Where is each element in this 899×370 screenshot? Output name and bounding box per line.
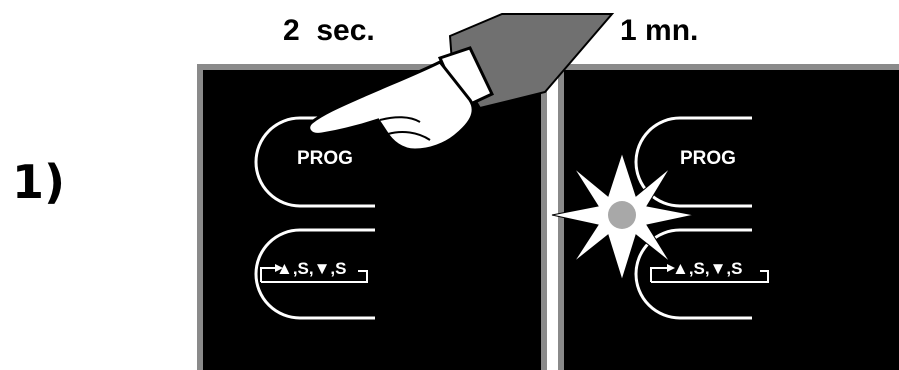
sequence-button-outline-right [634, 228, 752, 320]
sequence-button-left[interactable]: ▲,S,▼,S [276, 259, 347, 278]
sequence-button-right[interactable]: ▲,S,▼,S [672, 259, 743, 278]
sequence-button-outline-left [254, 228, 375, 320]
timing-label-2sec: 2 sec. [283, 14, 375, 47]
prog-button-outline-right [634, 116, 752, 208]
sequence-loop-arrow-right [650, 267, 769, 283]
flash-star-icon [551, 151, 695, 282]
step-number: 1) [12, 155, 66, 209]
prog-button-outline-left [254, 116, 375, 208]
sequence-arrowhead-right [667, 264, 675, 272]
timing-label-1mn: 1 mn. [620, 14, 699, 47]
sequence-loop-arrow-left [260, 267, 368, 283]
prog-button-left[interactable]: PROG [297, 148, 353, 169]
sequence-arrowhead-left [275, 264, 283, 272]
prog-button-right[interactable]: PROG [680, 148, 736, 169]
pointing-hand-icon [307, 13, 615, 152]
